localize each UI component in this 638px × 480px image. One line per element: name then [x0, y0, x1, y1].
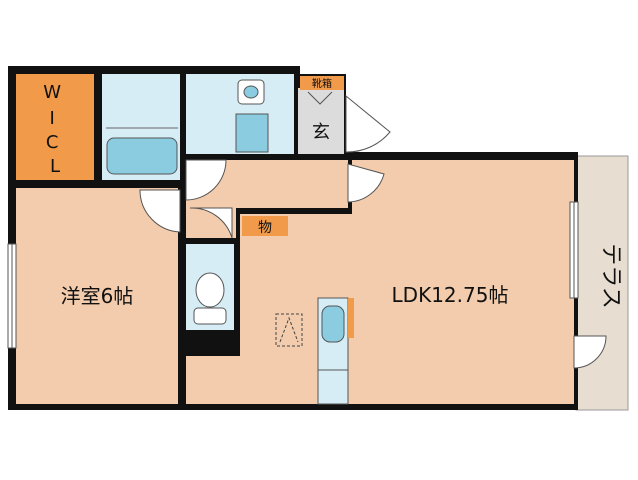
- refrigerator-space: [275, 313, 303, 347]
- western-room-floor: [16, 188, 178, 404]
- door-swings: [139, 91, 607, 369]
- wic-i: I: [49, 108, 54, 129]
- hall-floor: [186, 356, 248, 404]
- wic-label: W I C L: [43, 82, 67, 177]
- western-room-label: 洋室6帖: [61, 284, 134, 308]
- washing-machine: [235, 113, 269, 153]
- ldk-label: LDK12.75帖: [392, 283, 509, 307]
- walk-in-closet: [16, 74, 94, 180]
- terrace: [575, 155, 629, 411]
- shoe-box-label: 靴箱: [312, 77, 332, 90]
- toilet-bowl: [195, 272, 225, 308]
- wic-w: W: [43, 82, 61, 103]
- bathtub: [106, 137, 178, 175]
- storage-closet: [242, 216, 288, 236]
- wic-c: C: [46, 132, 59, 153]
- storage-label: 物: [258, 220, 272, 236]
- terrace-label: テラス: [598, 243, 623, 309]
- ldk-floor: [352, 160, 574, 404]
- wic-l: L: [50, 156, 60, 177]
- entrance-floor: [298, 88, 344, 154]
- shoe-box: [300, 76, 344, 90]
- kitchen-sink: [321, 305, 345, 343]
- entrance-label: 玄: [312, 122, 330, 143]
